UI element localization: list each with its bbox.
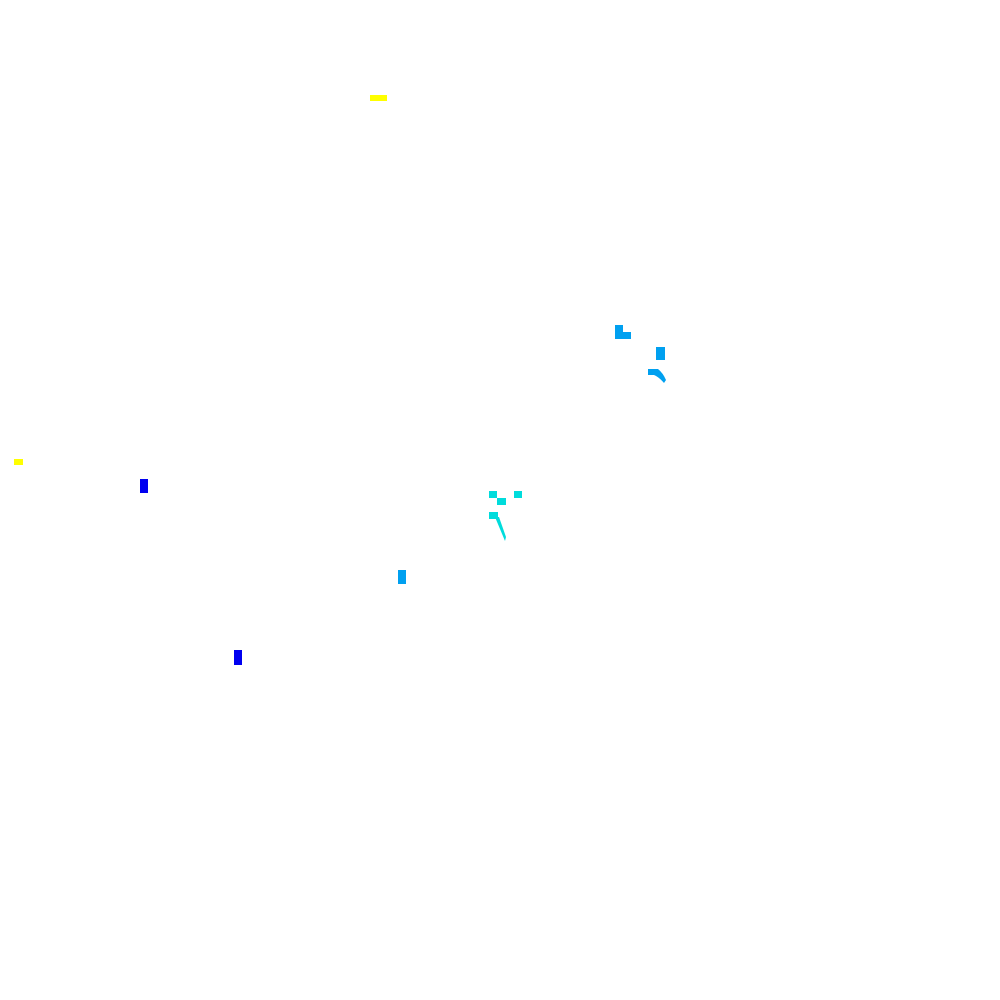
- cyan-dot-left: [489, 491, 497, 498]
- yellow-mark-top: [370, 95, 387, 101]
- yellow-mark-left-dot: [14, 459, 23, 465]
- sky-blue-cluster-upper-right: [615, 325, 666, 383]
- blue-mark-lower: [234, 650, 242, 665]
- sky-blue-small-block: [656, 347, 665, 360]
- sky-blue-mark-center-bar: [398, 570, 406, 584]
- cyan-diagonal-stroke: [495, 517, 506, 541]
- cyan-dot-lower: [489, 512, 498, 519]
- sky-blue-mark-center: [398, 570, 406, 584]
- sky-blue-curved-stroke: [648, 369, 666, 383]
- cyan-cluster-center: [489, 491, 522, 541]
- blue-mark-left-bar: [140, 479, 148, 493]
- blue-mark-lower-bar: [234, 650, 242, 665]
- sky-blue-l-shape-horizontal: [615, 332, 631, 339]
- yellow-mark-left: [14, 459, 23, 465]
- cyan-dot-right: [514, 491, 522, 498]
- yellow-mark-top-bar: [370, 95, 387, 101]
- blue-mark-left: [140, 479, 148, 493]
- cyan-dot-middle: [497, 498, 506, 505]
